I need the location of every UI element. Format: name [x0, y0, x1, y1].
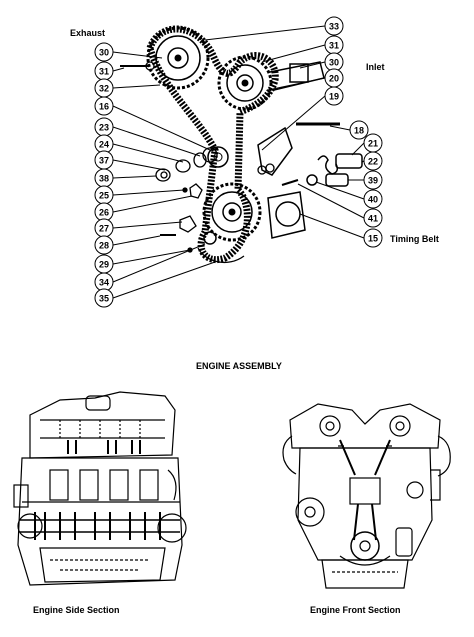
- svg-text:20: 20: [329, 74, 339, 84]
- callout-35: 35: [94, 261, 216, 308]
- inlet-shaft: [269, 61, 325, 91]
- callout-30-right: 30: [299, 52, 344, 72]
- svg-text:34: 34: [99, 278, 109, 288]
- callout-19: 19: [261, 86, 344, 151]
- svg-text:15: 15: [368, 234, 378, 244]
- callout-39: 39: [348, 170, 383, 190]
- callout-41: 41: [297, 183, 383, 228]
- svg-text:25: 25: [99, 191, 109, 201]
- exhaust-label: Exhaust: [70, 28, 106, 38]
- callout-22: 22: [361, 151, 383, 171]
- svg-text:19: 19: [329, 92, 339, 102]
- tensioner-bracket: [257, 126, 293, 176]
- svg-text:39: 39: [368, 176, 378, 186]
- svg-text:26: 26: [99, 208, 109, 218]
- callout-27: 27: [94, 218, 183, 238]
- inlet-cam-sprocket: [217, 55, 273, 111]
- svg-text:41: 41: [368, 214, 378, 224]
- callout-23: 23: [94, 117, 201, 157]
- callout-30-left: 30: [94, 42, 163, 62]
- svg-text:38: 38: [99, 174, 109, 184]
- engine-side-section-drawing: [13, 391, 187, 586]
- svg-text:21: 21: [368, 139, 378, 149]
- svg-text:28: 28: [99, 241, 109, 251]
- svg-text:29: 29: [99, 260, 109, 270]
- engine-front-section-caption: Engine Front Section: [310, 605, 401, 615]
- engine-front-section-drawing: [282, 403, 451, 589]
- svg-text:24: 24: [99, 140, 109, 150]
- svg-text:30: 30: [99, 48, 109, 58]
- callout-21: 21: [351, 133, 383, 156]
- callout-32: 32: [94, 78, 161, 98]
- callout-40: 40: [315, 181, 383, 209]
- left-small-parts: [120, 61, 299, 253]
- belt-cover-edge: [197, 247, 245, 264]
- callouts: 30 31 32 16 23 24 37 38 25 26 27 28 29 3…: [94, 16, 383, 308]
- svg-text:16: 16: [99, 102, 109, 112]
- svg-text:23: 23: [99, 123, 109, 133]
- svg-text:30: 30: [329, 58, 339, 68]
- engine-side-section-caption: Engine Side Section: [33, 605, 120, 615]
- callout-28: 28: [94, 235, 161, 255]
- callout-24: 24: [94, 134, 184, 163]
- crank-sprocket: [202, 182, 262, 242]
- svg-text:35: 35: [99, 294, 109, 304]
- svg-text:37: 37: [99, 156, 109, 166]
- callout-26: 26: [94, 195, 193, 222]
- svg-text:27: 27: [99, 224, 109, 234]
- callout-16: 16: [94, 96, 211, 151]
- engine-assembly-title: ENGINE ASSEMBLY: [196, 361, 282, 371]
- svg-text:33: 33: [329, 22, 339, 32]
- callout-15: 15: [299, 213, 383, 248]
- callout-33: 33: [204, 16, 344, 41]
- small-idler-pulley: [203, 231, 217, 245]
- callout-37: 37: [94, 150, 166, 171]
- crank-hub: [267, 191, 306, 239]
- svg-text:31: 31: [99, 67, 109, 77]
- exhaust-cam-sprocket: [146, 26, 210, 90]
- svg-text:32: 32: [99, 84, 109, 94]
- svg-text:18: 18: [354, 126, 364, 136]
- svg-text:22: 22: [368, 157, 378, 167]
- callout-25: 25: [94, 185, 185, 205]
- tensioner-spring: [317, 155, 339, 175]
- idler-pulley: [207, 146, 229, 168]
- svg-text:40: 40: [368, 195, 378, 205]
- svg-text:31: 31: [329, 41, 339, 51]
- callout-38: 38: [94, 168, 157, 188]
- timing-belt: [146, 25, 279, 264]
- timing-belt-label: Timing Belt: [390, 234, 439, 244]
- callout-29: 29: [94, 249, 191, 274]
- callout-34: 34: [94, 243, 206, 292]
- timing-belt-assembly: [120, 25, 363, 264]
- callout-18: 18: [329, 120, 369, 140]
- callout-31-left: 31: [94, 61, 125, 81]
- inlet-label: Inlet: [366, 62, 385, 72]
